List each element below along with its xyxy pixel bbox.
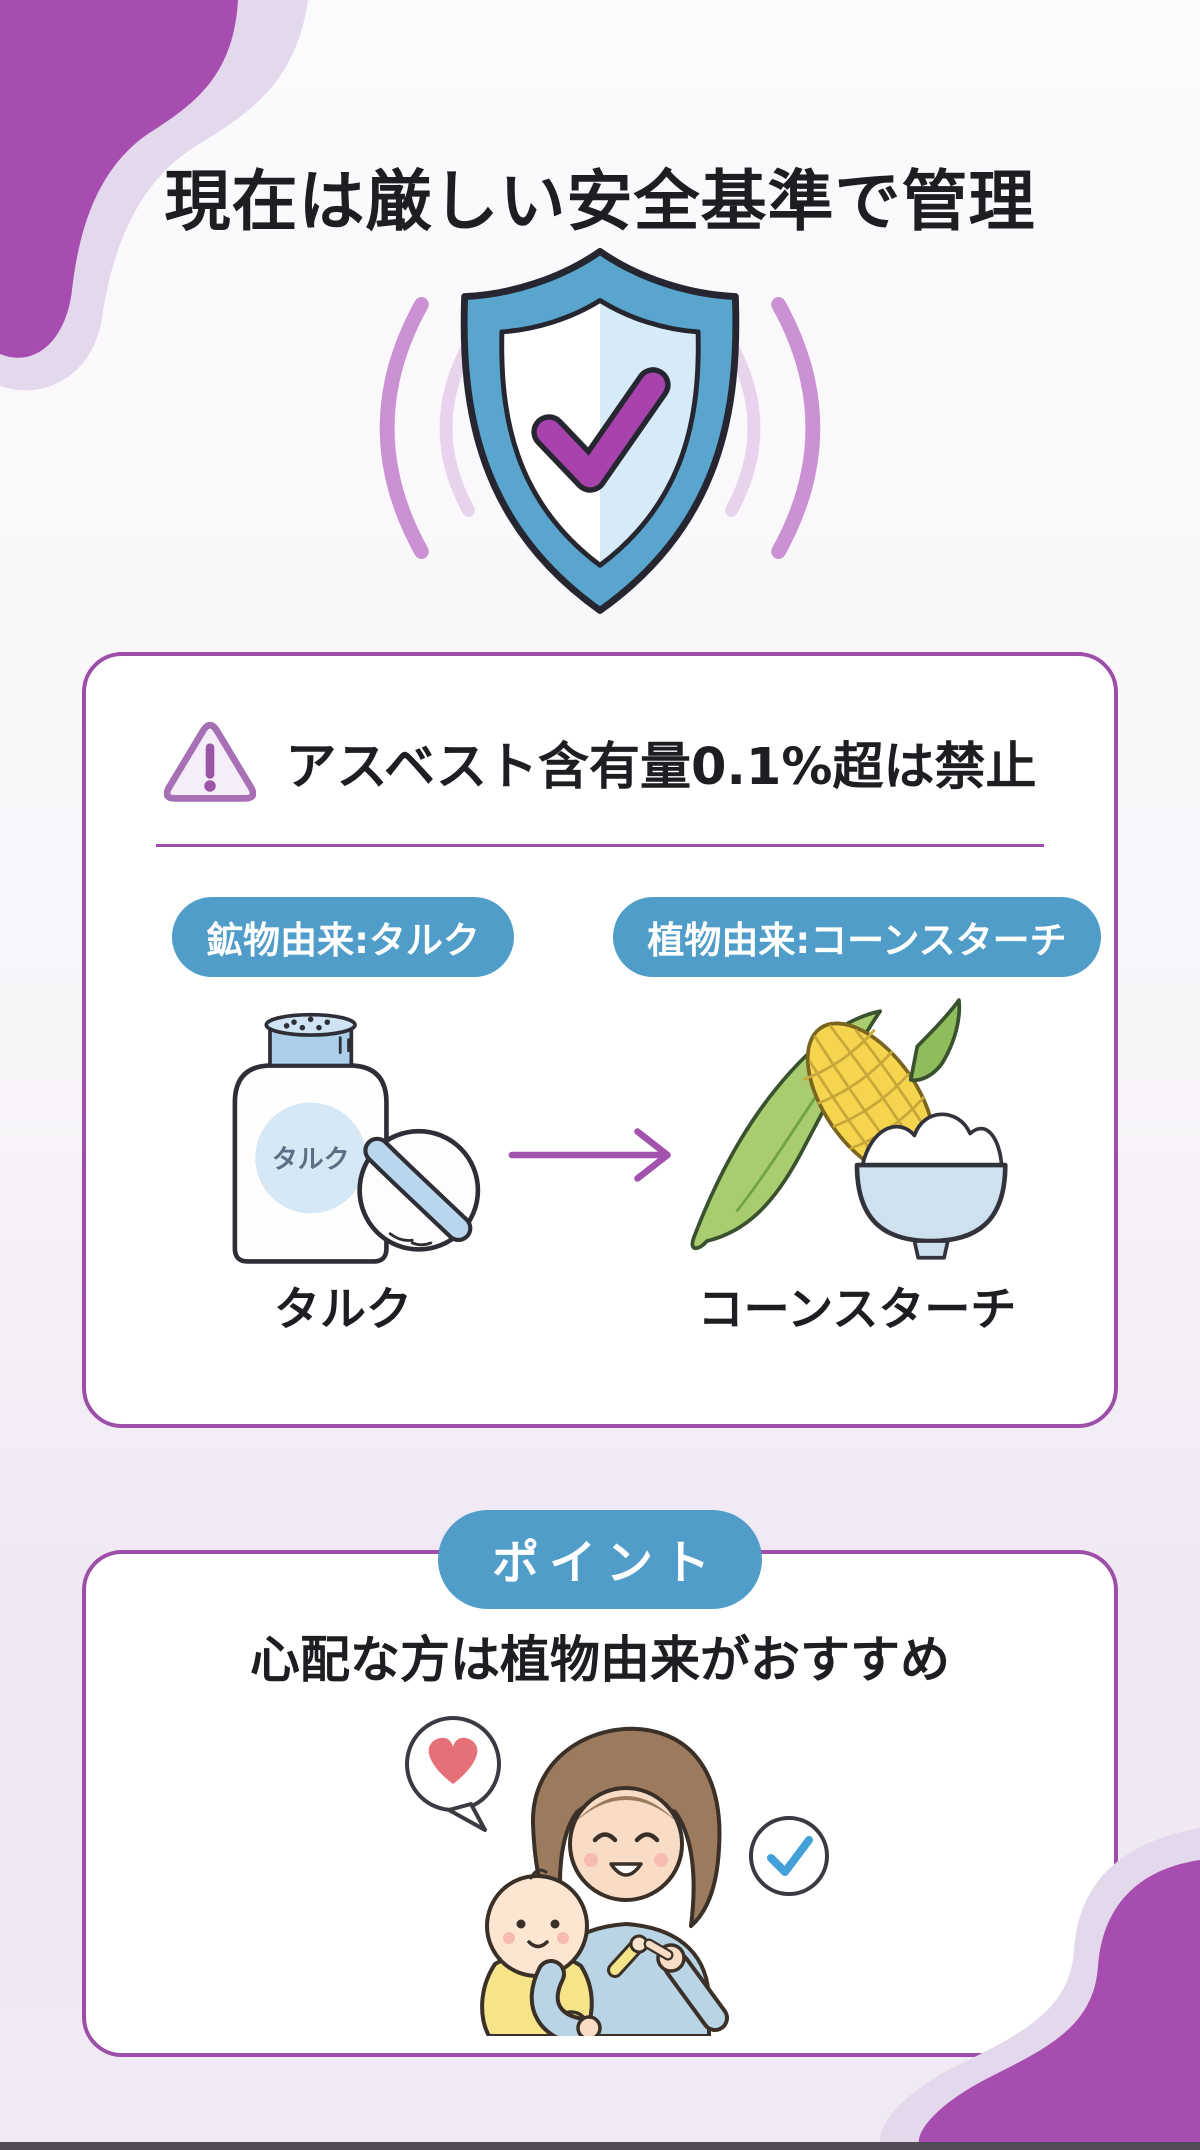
safety-standard-card: アスベスト含有量0.1%超は禁止 鉱物由来:タルク タルク [82,652,1118,1428]
heart-bubble-icon [405,1716,501,1832]
bottle-label-text: タルク [272,1145,350,1175]
cornstarch-label: コーンスターチ [697,1282,1017,1336]
talc-column: 鉱物由来:タルク タルク タルク [86,897,600,1339]
plant-origin-badge: 植物由来:コーンスターチ [613,897,1101,977]
divider [156,844,1044,847]
corn-cob-and-starch-bowl-icon [690,998,1008,1260]
point-card: ポイント 心配な方は植物由来がおすすめ [82,1510,1118,2057]
mother-holding-baby-icon [405,1716,829,2036]
check-circle-icon [749,1816,829,1896]
cornstarch-column: 植物由来:コーンスターチ コーンスターチ [600,897,1114,1339]
talc-label: タルク [274,1282,412,1336]
page-title: 現在は厳しい安全基準で管理 [164,163,1036,241]
warning-triangle-icon [163,721,256,802]
point-text: 心配な方は植物由来がおすすめ [250,1631,950,1689]
warning-text: アスベスト含有量0.1%超は禁止 [285,738,1037,797]
point-badge: ポイント [438,1510,762,1609]
right-arrow-icon [508,1128,671,1182]
talc-bottle-and-powder-puff-icon: タルク [232,1012,481,1264]
comparison-columns: 鉱物由来:タルク タルク タルク [86,897,1114,1339]
mineral-origin-badge: 鉱物由来:タルク [172,897,514,977]
shield-check-icon [379,247,821,614]
warning-row: アスベスト含有量0.1%超は禁止 [86,720,1114,804]
bottom-edge-strip [0,2142,1200,2150]
